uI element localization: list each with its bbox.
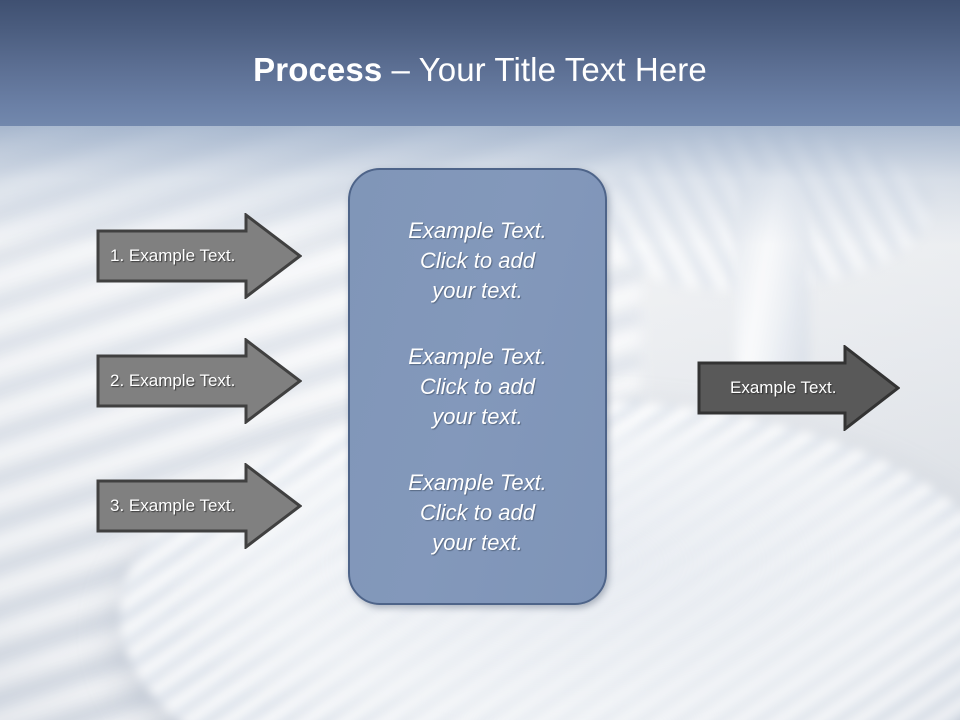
center-text-block-3: Example Text. Click to add your text. [368,468,587,558]
center-text-block-1-line-1: Example Text. [408,217,547,243]
center-text-block-2-line-2: Click to add [420,373,535,399]
center-text-block-2-line-1: Example Text. [408,343,547,369]
arrow-shape-icon [96,463,302,549]
output-arrow[interactable]: Example Text. [697,345,900,431]
center-text-block-2: Example Text. Click to add your text. [368,342,587,432]
input-arrow-2[interactable]: 2. Example Text. [96,338,302,424]
center-text-block-1: Example Text. Click to add your text. [368,216,587,306]
page-title-rest: – Your Title Text Here [382,51,707,88]
center-text-block-3-line-3: your text. [432,529,523,555]
input-arrow-1[interactable]: 1. Example Text. [96,213,302,299]
input-arrow-3[interactable]: 3. Example Text. [96,463,302,549]
center-text-block-3-line-2: Click to add [420,499,535,525]
arrow-shape-icon [697,345,900,431]
arrow-shape-icon [96,213,302,299]
page-title-bold: Process [253,51,383,88]
center-text-block-3-line-1: Example Text. [408,469,547,495]
process-center-box[interactable]: Example Text. Click to add your text. Ex… [348,168,607,605]
center-text-block-1-line-2: Click to add [420,247,535,273]
header-band [0,0,960,126]
center-text-block-1-line-3: your text. [432,277,523,303]
page-title: Process – Your Title Text Here [0,50,960,90]
arrow-shape-icon [96,338,302,424]
center-text-block-2-line-3: your text. [432,403,523,429]
